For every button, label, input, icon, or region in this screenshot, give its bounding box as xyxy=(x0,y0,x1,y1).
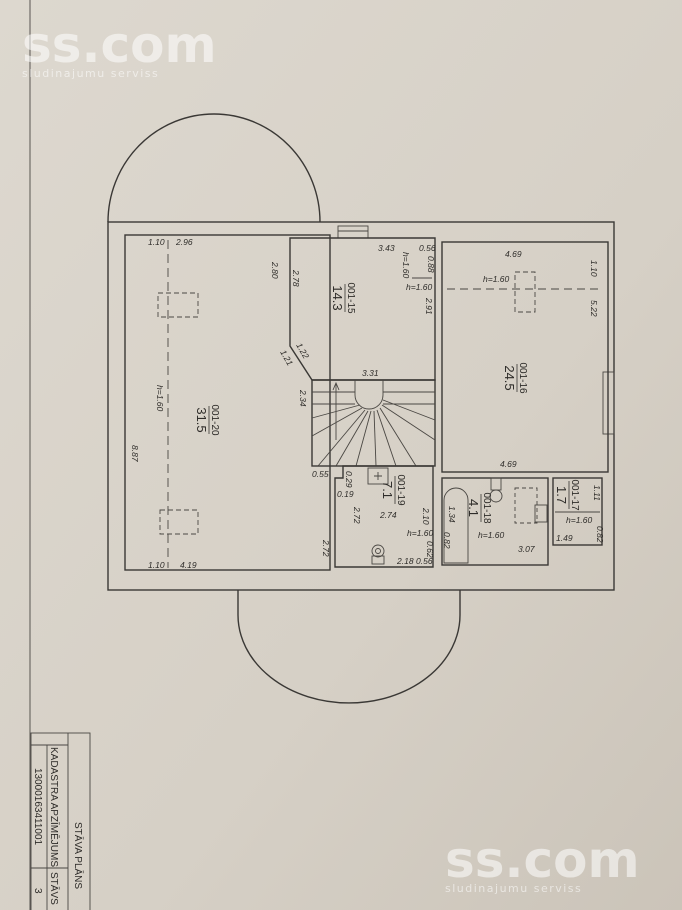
svg-text:ss.com: ss.com xyxy=(445,831,640,889)
svg-text:2.34: 2.34 xyxy=(298,389,308,407)
svg-text:001-19: 001-19 xyxy=(395,474,406,506)
room-label-001-19: 001-19 7.1 xyxy=(380,474,406,506)
dimension-labels: 1.10 2.96 3.43 0.56 h=1.60 3.31 4.69 h=1… xyxy=(148,237,593,570)
balcony-bottom xyxy=(237,590,461,704)
svg-text:0.82: 0.82 xyxy=(442,532,452,549)
watermark-bottom: ss.com sludinajumu serviss xyxy=(445,831,640,895)
svg-text:3: 3 xyxy=(32,888,43,894)
svg-text:h=1.60: h=1.60 xyxy=(478,530,505,540)
plus-mark xyxy=(374,472,382,480)
svg-text:4.69: 4.69 xyxy=(500,459,517,469)
skylight xyxy=(514,271,536,313)
toilet-icon xyxy=(489,477,503,503)
svg-text:2.74: 2.74 xyxy=(379,510,397,520)
svg-text:1.11: 1.11 xyxy=(592,485,602,501)
room-001-20 xyxy=(124,234,331,571)
svg-text:1.34: 1.34 xyxy=(447,506,457,523)
svg-text:2.78: 2.78 xyxy=(291,269,301,287)
room-label-001-18: 001-18 4.1 xyxy=(466,492,492,524)
svg-text:0.62: 0.62 xyxy=(425,541,435,558)
watermark-top: ss.com sludinajumu serviss xyxy=(22,16,217,80)
svg-text:3.07: 3.07 xyxy=(518,544,535,554)
svg-text:h=1.60: h=1.60 xyxy=(483,274,510,284)
svg-text:1.7: 1.7 xyxy=(554,486,569,504)
svg-text:3.43: 3.43 xyxy=(378,243,395,253)
svg-text:2.96: 2.96 xyxy=(175,237,193,247)
svg-text:24.5: 24.5 xyxy=(502,365,517,390)
sink-icon xyxy=(534,504,548,523)
svg-text:8.87: 8.87 xyxy=(130,445,140,462)
svg-text:14.3: 14.3 xyxy=(330,285,345,310)
staircase xyxy=(311,379,436,467)
shower-icon xyxy=(367,467,389,485)
balcony-top xyxy=(107,113,321,223)
svg-text:2.72: 2.72 xyxy=(352,506,362,524)
room-001-16 xyxy=(441,241,609,473)
room-001-17 xyxy=(552,477,603,546)
svg-text:1.10: 1.10 xyxy=(148,560,165,570)
svg-text:h=1.60: h=1.60 xyxy=(155,385,165,412)
svg-text:2.80: 2.80 xyxy=(270,261,280,279)
svg-text:2.18: 2.18 xyxy=(396,556,414,566)
svg-text:001-18: 001-18 xyxy=(481,492,492,524)
svg-text:1.10: 1.10 xyxy=(148,237,165,247)
svg-text:1.49: 1.49 xyxy=(556,533,573,543)
svg-text:4.1: 4.1 xyxy=(466,499,481,517)
svg-text:4.69: 4.69 xyxy=(505,249,522,259)
svg-text:001-20: 001-20 xyxy=(209,404,220,436)
svg-text:0.82: 0.82 xyxy=(595,526,605,543)
skylight xyxy=(159,509,199,535)
svg-text:5.22: 5.22 xyxy=(589,300,599,317)
svg-text:2.91: 2.91 xyxy=(424,297,434,315)
svg-text:2.10: 2.10 xyxy=(421,507,431,525)
svg-text:13000163411001: 13000163411001 xyxy=(32,768,43,846)
svg-text:001-17: 001-17 xyxy=(569,479,580,511)
room-label-001-16: 001-16 24.5 xyxy=(502,362,528,394)
svg-text:0.19: 0.19 xyxy=(337,489,354,499)
svg-text:0.29: 0.29 xyxy=(344,471,354,488)
svg-text:sludinajumu serviss: sludinajumu serviss xyxy=(445,882,582,895)
room-label-001-15: 001-15 14.3 xyxy=(330,282,356,314)
svg-text:001-15: 001-15 xyxy=(345,282,356,314)
svg-text:7.1: 7.1 xyxy=(380,481,395,499)
room-label-001-17: 001-17 1.7 xyxy=(554,479,580,511)
svg-text:h=1.60: h=1.60 xyxy=(566,515,593,525)
toilet-icon xyxy=(371,544,385,565)
svg-text:4.19: 4.19 xyxy=(180,560,197,570)
title-block: STĀVA PLĀNS KADASTRA APZĪMĒJUMS 13000163… xyxy=(30,732,91,910)
svg-text:0.56: 0.56 xyxy=(416,556,433,566)
svg-text:2.72: 2.72 xyxy=(321,539,331,557)
svg-text:3.31: 3.31 xyxy=(362,368,379,378)
svg-text:ss.com: ss.com xyxy=(22,16,217,74)
svg-text:0.56: 0.56 xyxy=(419,243,436,253)
svg-text:h=1.60: h=1.60 xyxy=(407,528,434,538)
svg-text:1.10: 1.10 xyxy=(589,260,599,277)
svg-text:31.5: 31.5 xyxy=(194,407,209,432)
svg-text:001-16: 001-16 xyxy=(517,362,528,394)
bathtub-icon xyxy=(443,487,469,564)
svg-text:0.88: 0.88 xyxy=(426,256,436,273)
svg-text:sludinajumu serviss: sludinajumu serviss xyxy=(22,67,159,80)
room-001-19 xyxy=(334,465,434,568)
svg-text:KADASTRA APZĪMĒJUMS: KADASTRA APZĪMĒJUMS xyxy=(48,747,60,867)
room-label-001-20: 001-20 31.5 xyxy=(194,404,220,436)
skylight xyxy=(157,292,199,318)
svg-text:h=1.60: h=1.60 xyxy=(401,252,411,279)
skylight xyxy=(514,487,538,524)
svg-text:0.55: 0.55 xyxy=(312,469,329,479)
svg-text:h=1.60: h=1.60 xyxy=(406,282,433,292)
svg-text:STĀVA PLĀNS: STĀVA PLĀNS xyxy=(72,822,84,889)
svg-text:STĀVS: STĀVS xyxy=(48,872,60,905)
